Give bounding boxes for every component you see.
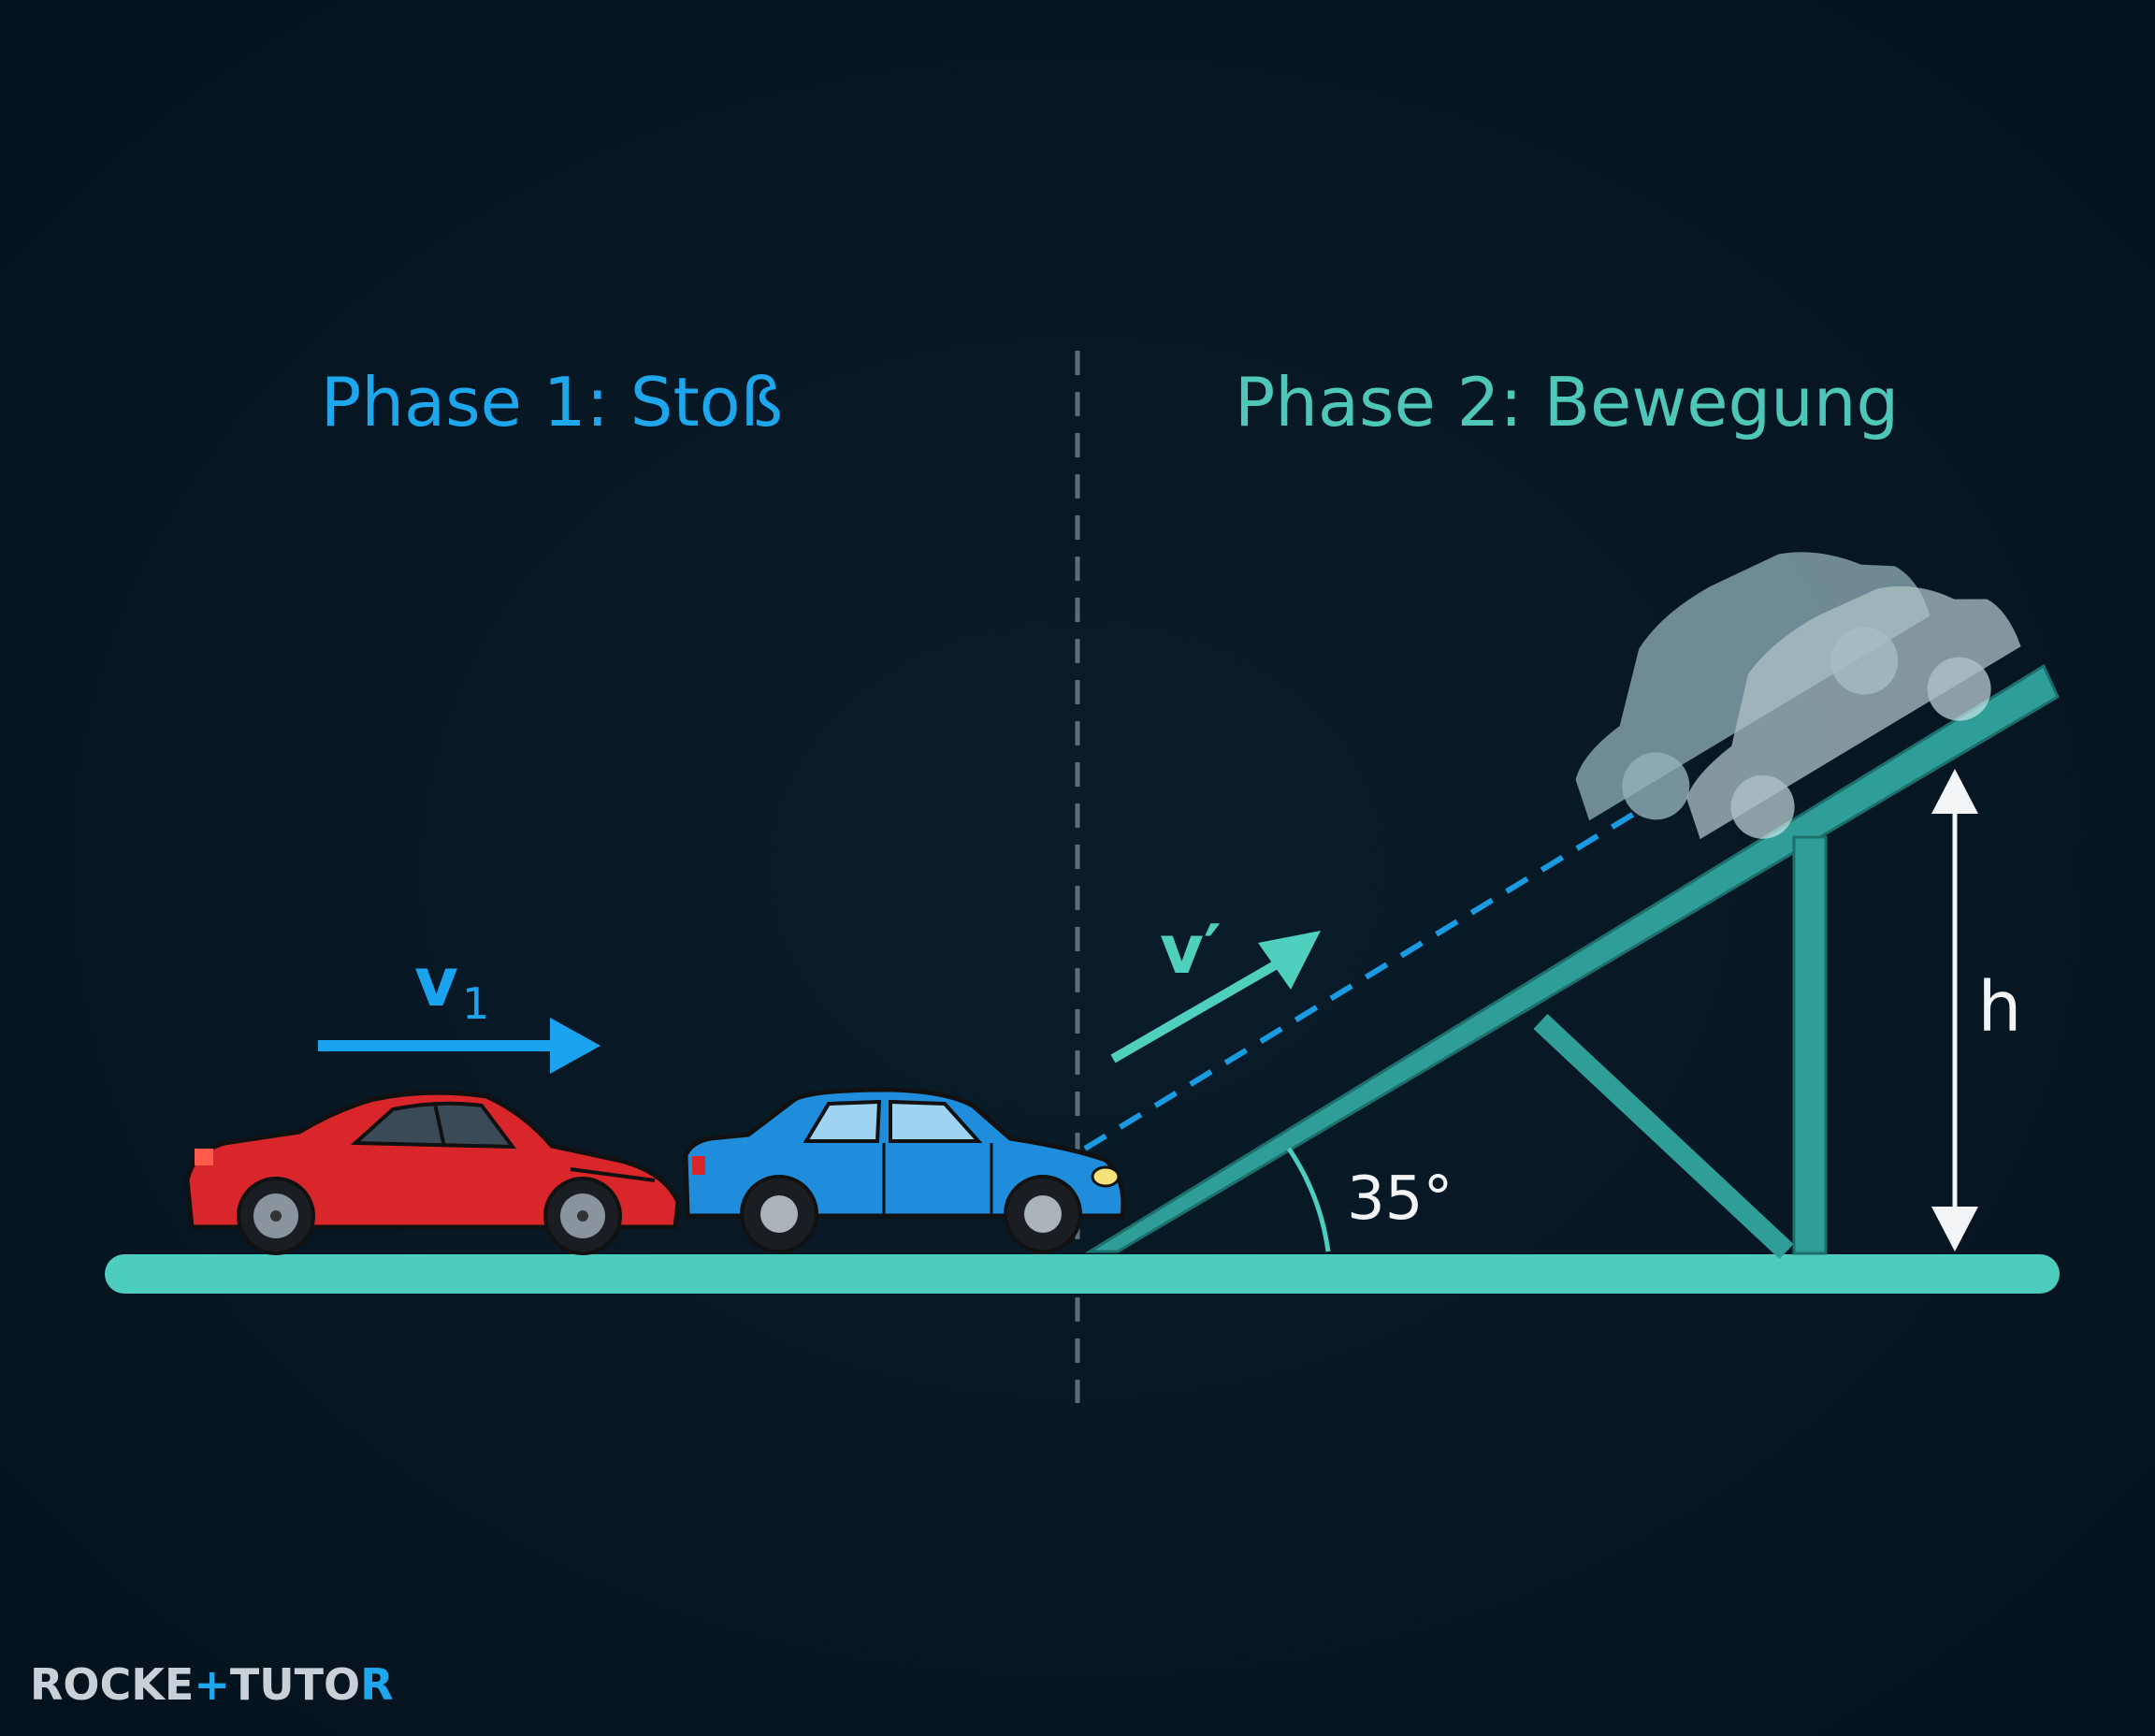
- brand-part-3: R: [360, 1659, 393, 1710]
- ground-track: [105, 1254, 2060, 1294]
- v1-label: v1: [414, 943, 489, 1029]
- ramp: [1084, 663, 2060, 1260]
- phase-2-title: Phase 2: Bewegung: [1235, 363, 1899, 441]
- v1-main: v: [414, 943, 458, 1021]
- v1-subscript: 1: [462, 978, 489, 1029]
- trajectory-line: [1083, 803, 1648, 1151]
- v1-arrow: [318, 1018, 600, 1074]
- v-prime-label: v′: [1160, 910, 1222, 989]
- angle-arc: [1286, 1147, 1331, 1252]
- ghost-car-icon: [1575, 552, 2021, 840]
- height-arrow-icon: [1931, 769, 1978, 1251]
- blue-sedan-icon: [683, 1087, 1126, 1253]
- brand-part-2: TUTO: [230, 1659, 360, 1710]
- v-prime-arrow: [1110, 931, 1321, 1063]
- brand-cross: +: [194, 1659, 230, 1710]
- red-sports-car-icon: [184, 1090, 681, 1255]
- phase-1-title: Phase 1: Stoß: [321, 363, 783, 441]
- brand-part-1: ROCKE: [30, 1659, 194, 1710]
- height-label: h: [1978, 967, 2022, 1048]
- brand-logo: ROCKE+TUTOR: [30, 1659, 394, 1710]
- angle-label: 35°: [1347, 1165, 1453, 1234]
